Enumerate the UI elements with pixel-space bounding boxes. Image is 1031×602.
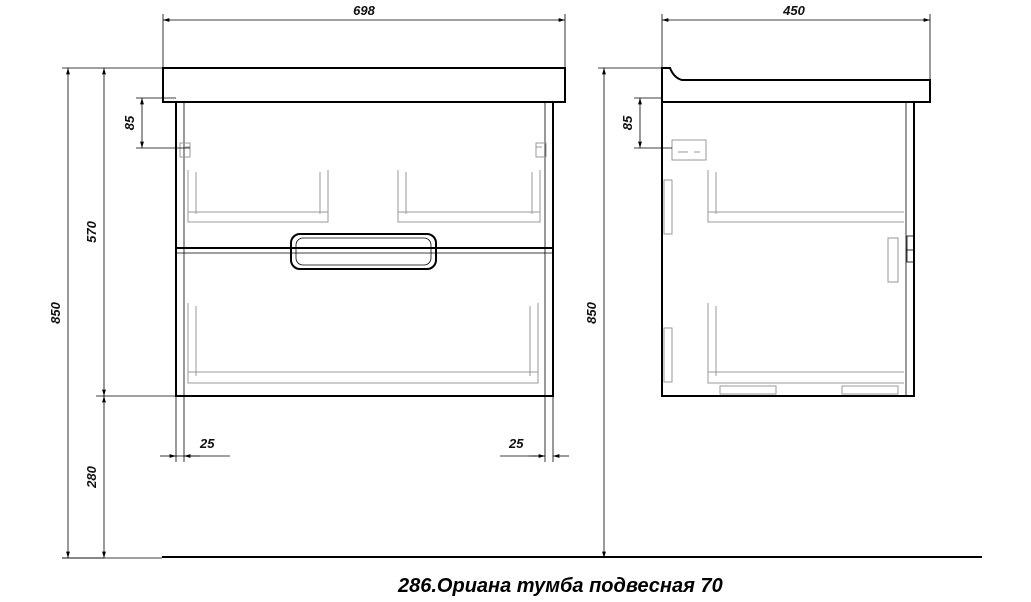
front-right-hinge: [535, 142, 547, 158]
dim-front-height-850: 850: [48, 301, 63, 323]
front-view: 698 85 570 850 280 25 25: [48, 3, 569, 559]
drawing-caption: 286.Ориана тумба подвесная 70: [397, 575, 723, 597]
dim-front-left-inset: 25: [199, 436, 215, 451]
side-cabinet-body: [661, 101, 915, 397]
front-upper-drawer-box-right: [397, 170, 541, 223]
dim-front-top-offset: 85: [122, 115, 137, 130]
dim-front-height-570: 570: [84, 220, 99, 242]
side-handle: [906, 235, 915, 263]
side-lower-drawer-box: [707, 303, 904, 384]
dim-front-floor-gap: 280: [84, 465, 99, 488]
front-drawer-handle: [290, 233, 437, 270]
side-countertop: [661, 67, 931, 103]
front-upper-drawer-box-left: [187, 170, 329, 223]
dim-front-right-inset: 25: [508, 436, 524, 451]
side-view: 450 85 850: [584, 3, 931, 558]
front-left-hinge: [179, 142, 191, 158]
dim-side-height-850: 850: [584, 301, 599, 323]
dim-front-width: 698: [353, 3, 375, 18]
side-upper-drawer-box: [707, 170, 904, 223]
front-countertop: [162, 67, 566, 103]
front-lower-drawer-box: [187, 303, 539, 384]
dim-side-depth: 450: [782, 3, 805, 18]
dim-side-top-offset: 85: [620, 115, 635, 130]
side-wall-bracket: [671, 139, 707, 161]
